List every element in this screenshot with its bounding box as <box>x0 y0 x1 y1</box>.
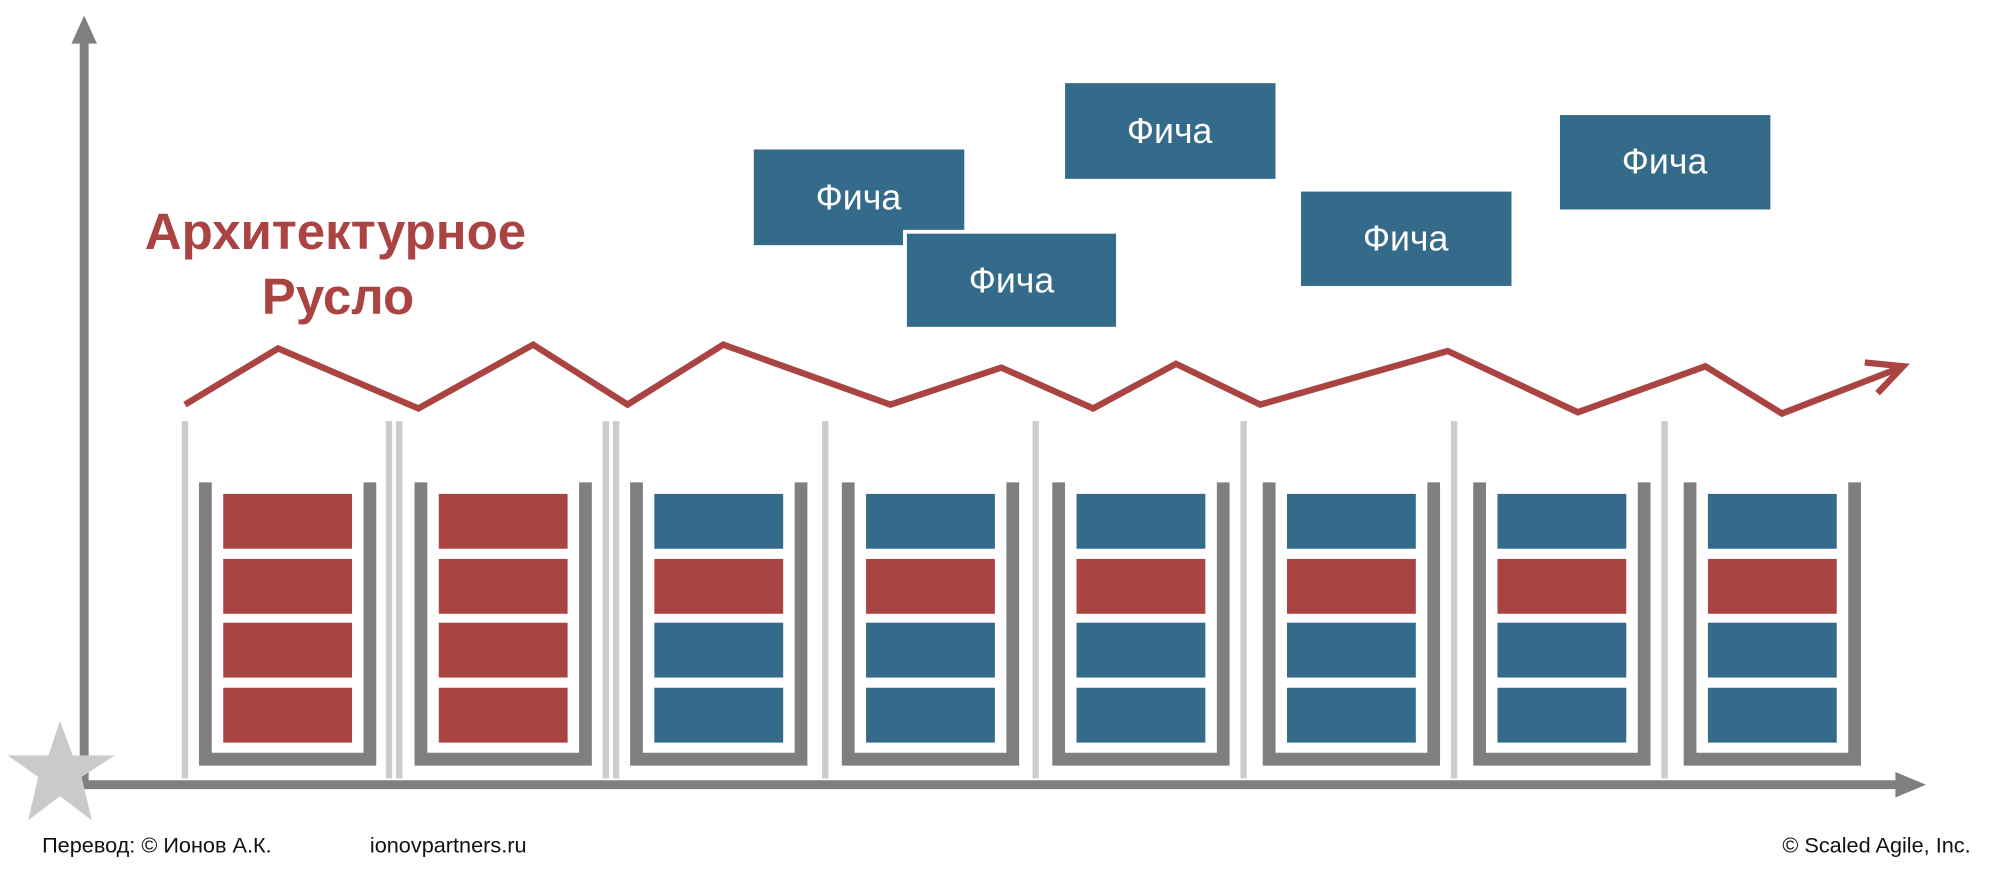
feature-story <box>654 622 784 678</box>
architecture-story <box>223 558 353 614</box>
feature-story <box>1076 622 1206 678</box>
feature-card: Фича <box>1559 115 1771 210</box>
feature-story <box>654 687 784 743</box>
architecture-story <box>223 493 353 549</box>
iteration-bucket <box>841 482 1020 766</box>
feature-story <box>1286 687 1416 743</box>
feature-story <box>1497 622 1627 678</box>
feature-story <box>866 687 995 743</box>
architectural-runway-line <box>183 340 1902 418</box>
feature-story <box>1076 687 1206 743</box>
runway-arrowhead-icon <box>1864 359 1910 396</box>
iteration-buckets <box>198 482 1861 766</box>
iteration-bucket <box>1052 482 1230 766</box>
architecture-story <box>438 493 568 549</box>
x-axis-arrow-icon <box>1895 771 1927 798</box>
feature-card: Фича <box>1301 191 1512 286</box>
feature-card: Фича <box>903 229 1120 331</box>
site-link[interactable]: ionovpartners.ru <box>370 832 527 857</box>
feature-label: Фича <box>816 177 902 217</box>
feature-label: Фича <box>1127 111 1213 151</box>
feature-story <box>1707 687 1837 743</box>
feature-label: Фича <box>1363 218 1449 258</box>
feature-story <box>654 493 784 549</box>
iteration-bucket <box>198 482 377 766</box>
feature-story <box>1286 493 1416 549</box>
feature-card: Фича <box>1065 83 1276 179</box>
architecture-story <box>654 558 784 614</box>
feature-story <box>1286 622 1416 678</box>
iteration-bucket <box>414 482 592 766</box>
star-icon <box>7 720 115 821</box>
iteration-separators <box>181 421 1668 779</box>
architecture-story <box>438 622 568 678</box>
feature-label: Фича <box>969 260 1055 300</box>
feature-story <box>1497 687 1627 743</box>
iteration-bucket <box>1683 482 1861 766</box>
feature-label: Фича <box>1622 142 1708 182</box>
feature-story <box>866 493 995 549</box>
axes <box>7 15 1927 821</box>
architecture-story <box>438 558 568 614</box>
runway-title-line2: Русло <box>262 268 414 325</box>
architecture-story <box>223 687 353 743</box>
feature-story <box>1707 493 1837 549</box>
feature-story <box>1707 622 1837 678</box>
feature-story <box>866 622 995 678</box>
architecture-story <box>1286 558 1416 614</box>
runway-title-line1: Архитектурное <box>145 203 526 260</box>
architecture-story <box>1707 558 1837 614</box>
copyright: © Scaled Agile, Inc. <box>1782 832 1970 857</box>
feature-card: Фича <box>753 149 965 246</box>
architecture-story <box>438 687 568 743</box>
architecture-story <box>1497 558 1627 614</box>
feature-story <box>1076 493 1206 549</box>
y-axis-arrow-icon <box>71 15 97 44</box>
iteration-bucket <box>630 482 808 766</box>
translation-credit: Перевод: © Ионов А.К. <box>42 832 272 857</box>
iteration-bucket <box>1473 482 1651 766</box>
architecture-story <box>1076 558 1206 614</box>
feature-story <box>1497 493 1627 549</box>
architecture-story <box>866 558 995 614</box>
iteration-bucket <box>1262 482 1441 766</box>
architecture-story <box>223 622 353 678</box>
